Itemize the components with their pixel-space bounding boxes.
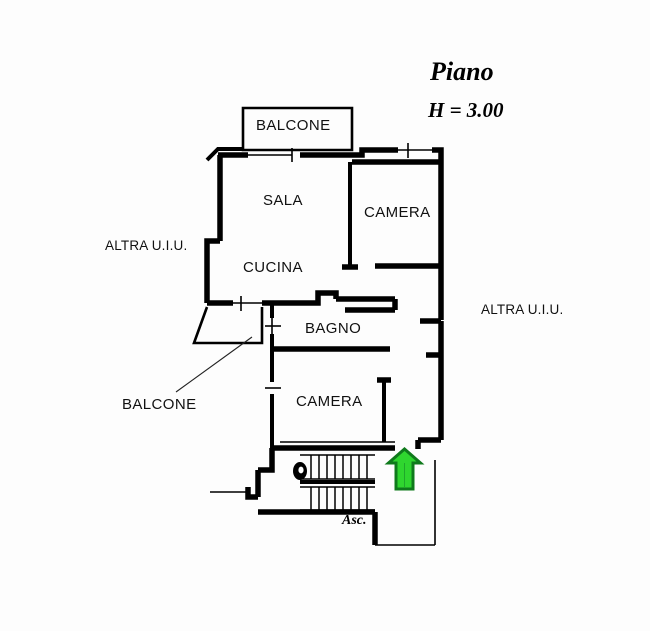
interior-walls-upper — [342, 159, 441, 270]
stairwell — [210, 448, 436, 546]
stair-treads-upper — [310, 455, 368, 479]
interior-walls-lower — [272, 377, 395, 451]
balcony-leader-line — [175, 336, 253, 393]
room-label-camera-top: CAMERA — [364, 204, 431, 221]
balcony-left-outline — [192, 306, 264, 345]
room-label-balcone-top: BALCONE — [256, 117, 331, 134]
stair-treads-lower — [310, 487, 368, 510]
room-label-bagno: BAGNO — [305, 320, 361, 337]
ceiling-height-note: H = 3.00 — [427, 98, 504, 122]
green-up-arrow-icon — [384, 447, 425, 491]
exterior-label-altra-uiu-right: ALTRA U.I.U. — [481, 302, 563, 317]
room-label-cucina: CUCINA — [243, 259, 303, 276]
exterior-walls — [204, 143, 444, 449]
stair-newel-core — [298, 466, 304, 474]
elevator-label: Asc. — [341, 513, 367, 528]
plan-title: Piano — [429, 57, 494, 86]
room-label-sala: SALA — [263, 192, 303, 209]
balcony-top-outline — [241, 106, 354, 152]
room-label-camera-bottom: CAMERA — [296, 393, 363, 410]
exterior-label-altra-uiu-left: ALTRA U.I.U. — [105, 238, 187, 253]
room-label-balcone-left: BALCONE — [122, 396, 197, 413]
interior-walls-middle — [265, 290, 398, 448]
